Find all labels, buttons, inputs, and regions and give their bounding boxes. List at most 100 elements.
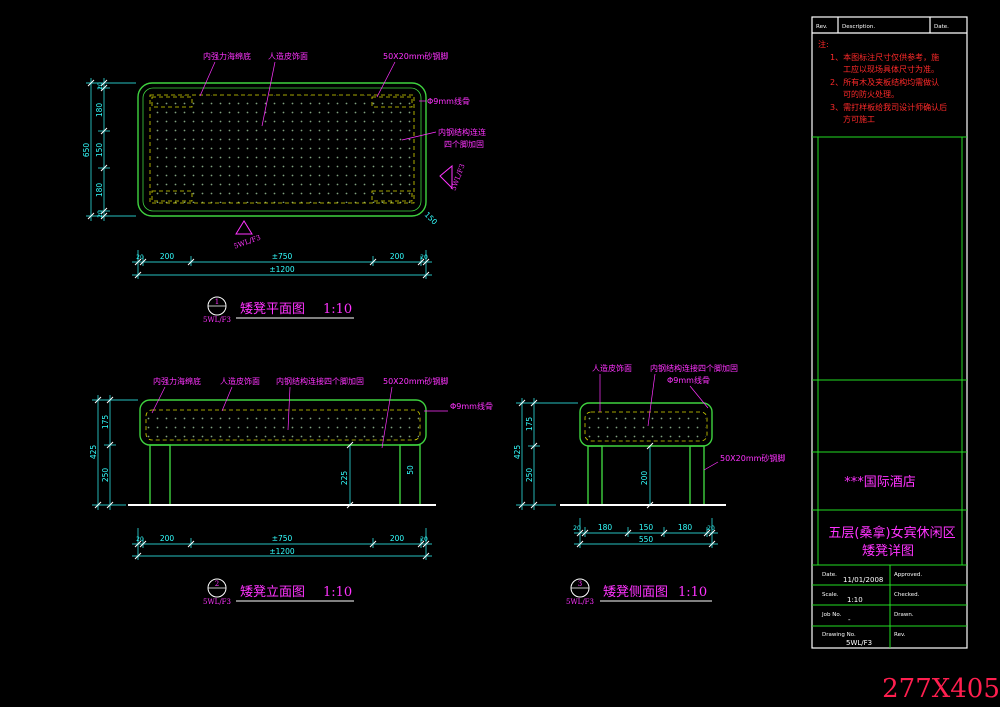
- note-line: 1、本图标注尺寸仅供参考，施: [830, 52, 939, 62]
- side-view: 人造皮饰面 内钢结构连接四个脚加固 Φ9mm线骨 50X20mm砂钢脚 425 …: [513, 363, 785, 606]
- plan-width-total: ±1200: [269, 265, 295, 274]
- plan-label-steel-leg: 50X20mm砂钢脚: [383, 51, 448, 61]
- elev-label-sponge-base: 内强力海绵底: [153, 376, 201, 386]
- side-depth-dimensions: 20 180 150 180 20 550: [573, 518, 718, 548]
- side-depth-seg: 180: [598, 523, 613, 532]
- elev-width-seg: 20: [420, 536, 428, 543]
- leader-line: [647, 373, 656, 427]
- side-label-steel-leg: 50X20mm砂钢脚: [720, 453, 785, 463]
- plan-depth-total: 650: [82, 143, 91, 158]
- note-line: 可的防火处理。: [843, 89, 899, 99]
- elev-height-seat: 175: [101, 415, 110, 430]
- side-seat-outline: [579, 402, 713, 447]
- elev-width-seg: 200: [160, 534, 175, 543]
- side-title-number: 3: [578, 580, 582, 588]
- side-leg-clearance: 200: [640, 471, 649, 486]
- leader-line: [703, 461, 719, 471]
- leader-line: [401, 131, 437, 141]
- plan-width-seg: ±750: [272, 252, 293, 261]
- note-line: 工应以现场具体尺寸为准。: [843, 64, 939, 74]
- leader-line: [151, 386, 166, 414]
- plan-label-piping: Φ9mm线骨: [427, 96, 470, 106]
- section-mark-side-arrow: [439, 164, 453, 190]
- plan-piping-line: [142, 87, 422, 212]
- row-value: -: [848, 616, 851, 624]
- side-piping-line: [584, 411, 708, 442]
- elev-title-scale: 1:10: [323, 585, 352, 600]
- plan-width-seg: 20: [420, 254, 428, 261]
- elev-width-seg: 20: [136, 536, 144, 543]
- elev-width-total: ±1200: [269, 547, 295, 556]
- plan-width-seg: 200: [160, 252, 175, 261]
- side-height-legs: 250: [525, 468, 534, 483]
- plan-label-sponge-base: 内强力海绵底: [203, 51, 251, 61]
- elev-width-dimensions: 20 200 ±750 200 20 ±1200: [132, 528, 432, 560]
- row-right-label: Approved.: [894, 572, 922, 578]
- note-line: 2、所有木及夹板结构均需做认: [830, 77, 939, 87]
- elevation-view: 内强力海绵底 人造皮饰面 内钢结构连接四个脚加固 50X20mm砂钢脚 Φ9mm…: [89, 376, 493, 606]
- plan-width-dimensions: 20 200 ±750 200 20 ±1200: [132, 250, 432, 279]
- plan-title-name: 矮凳平面图: [240, 301, 305, 317]
- leader-line: [199, 61, 216, 97]
- sheet-size-label: 277X405: [882, 674, 1000, 704]
- drawing-title: 矮凳详图: [862, 543, 914, 559]
- plan-cushion-fill: [150, 95, 414, 203]
- elev-label-leather-finish: 人造皮饰面: [220, 376, 260, 386]
- elevation-piping-line: [145, 409, 421, 441]
- row-label: Drawing No.: [822, 632, 856, 638]
- elev-label-steel-leg: 50X20mm砂钢脚: [383, 376, 448, 386]
- side-height-total: 425: [513, 445, 522, 460]
- leader-line: [221, 386, 233, 412]
- plan-view-title: 1 5WL/F3 矮凳平面图 1:10: [203, 296, 354, 324]
- leader-line: [261, 61, 276, 127]
- elev-title-sheet: 5WL/F3: [203, 598, 231, 606]
- elev-leg-clearance: 225: [340, 471, 349, 486]
- row-value: 1:10: [847, 596, 863, 604]
- leader-line: [287, 386, 291, 431]
- side-depth-seg: 180: [678, 523, 693, 532]
- plan-depth-seg: 180: [95, 103, 104, 118]
- plan-title-scale: 1:10: [323, 302, 352, 317]
- section-mark-front-arrow: [235, 220, 253, 235]
- side-depth-seg: 150: [639, 523, 654, 532]
- row-label: Job No.: [821, 612, 842, 618]
- plan-label-frame-1: 内钢结构连连: [438, 127, 486, 137]
- client-name: ***国际酒店: [844, 475, 916, 490]
- side-height-seat: 175: [525, 417, 534, 432]
- plan-depth-seg: 20: [97, 210, 104, 218]
- row-right-label: Drawn.: [894, 612, 914, 618]
- note-line: 3、需打样板给我司设计师确认后: [830, 102, 947, 112]
- elev-height-total: 425: [89, 445, 98, 460]
- side-depth-total: 550: [639, 535, 654, 544]
- side-depth-seg: 20: [573, 525, 581, 532]
- elev-height-legs: 250: [101, 468, 110, 483]
- leader-line: [689, 385, 709, 409]
- plan-label-frame-2: 四个脚加固: [444, 139, 484, 149]
- side-title-name: 矮凳侧面图: [603, 584, 668, 600]
- side-label-piping: Φ9mm线骨: [667, 375, 710, 385]
- side-label-leather-finish: 人造皮饰面: [592, 363, 632, 373]
- elev-width-seg: 200: [390, 534, 405, 543]
- note-line: 方可施工: [843, 114, 875, 124]
- row-right-label: Checked.: [894, 592, 920, 598]
- elevation-cushion-fill: [147, 412, 419, 440]
- title-block: Rev. Description. Date. 注: 1、本图标注尺寸仅供参考，…: [811, 16, 968, 649]
- project-name: 五层(桑拿)女宾休闲区: [828, 525, 955, 541]
- header-description: Description.: [842, 24, 875, 30]
- row-value: 5WL/F3: [846, 639, 872, 647]
- elev-title-name: 矮凳立面图: [240, 584, 305, 600]
- side-depth-seg: 20: [707, 525, 715, 532]
- header-date: Date.: [934, 24, 949, 30]
- side-height-dimensions: 425 175 250: [513, 398, 578, 510]
- side-label-frame: 内钢结构连接四个脚加固: [650, 363, 738, 373]
- side-view-title: 3 5WL/F3 矮凳侧面图 1:10: [566, 578, 712, 606]
- elevation-seat-outline: [139, 399, 427, 446]
- side-cushion-fill: [586, 414, 706, 441]
- row-value: 11/01/2008: [843, 576, 883, 584]
- elevation-view-title: 2 5WL/F3 矮凳立面图 1:10: [203, 578, 354, 606]
- plan-leg-hidden: [151, 96, 193, 108]
- elev-label-frame: 内钢结构连接四个脚加固: [276, 376, 364, 386]
- plan-label-leather-finish: 人造皮饰面: [268, 51, 308, 61]
- plan-depth-seg: 20: [97, 82, 104, 90]
